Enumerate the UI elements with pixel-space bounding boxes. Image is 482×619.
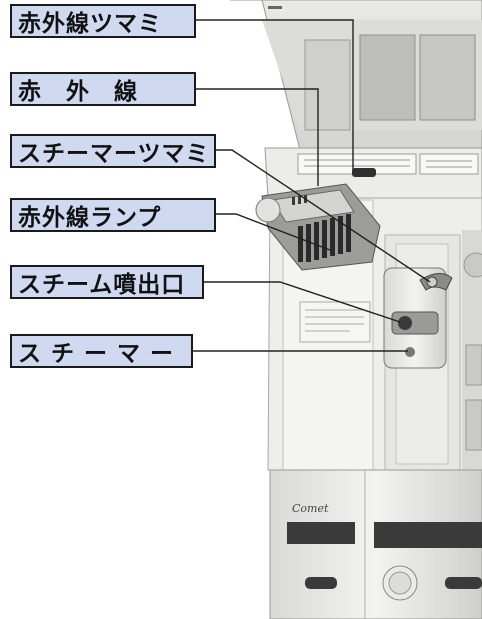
label-infrared: 赤 外 線 (10, 72, 196, 106)
label-steamer: スチーマー (10, 334, 193, 368)
label-text: 赤外線ツマミ (18, 11, 162, 37)
label-steam-outlet: スチーム噴出口 (10, 265, 204, 299)
label-text: スチーム噴出口 (18, 272, 186, 298)
label-text: スチーマーツマミ (18, 141, 210, 167)
ir-knob-shape (352, 168, 376, 177)
brand-logo: Comet (292, 502, 329, 515)
leader-line-steamer-knob (216, 149, 431, 283)
infrared-lamp-unit (255, 183, 381, 271)
label-text: 赤 外 線 (18, 79, 138, 105)
label-infrared-lamp: 赤外線ランプ (10, 198, 216, 232)
lid (230, 0, 482, 151)
label-text: 赤外線ランプ (18, 205, 162, 231)
leader-line-steam-outlet (204, 281, 401, 323)
steamer-unit (383, 267, 453, 369)
leader-line-ir-lamp (215, 213, 331, 251)
label-text: スチーマー (18, 341, 183, 367)
label-infrared-knob: 赤外線ツマミ (10, 4, 196, 38)
label-steamer-knob: スチーマーツマミ (10, 134, 216, 168)
control-panel: Comet (269, 469, 482, 619)
leader-line-ir (196, 88, 319, 186)
leader-line-ir-knob (196, 19, 354, 170)
